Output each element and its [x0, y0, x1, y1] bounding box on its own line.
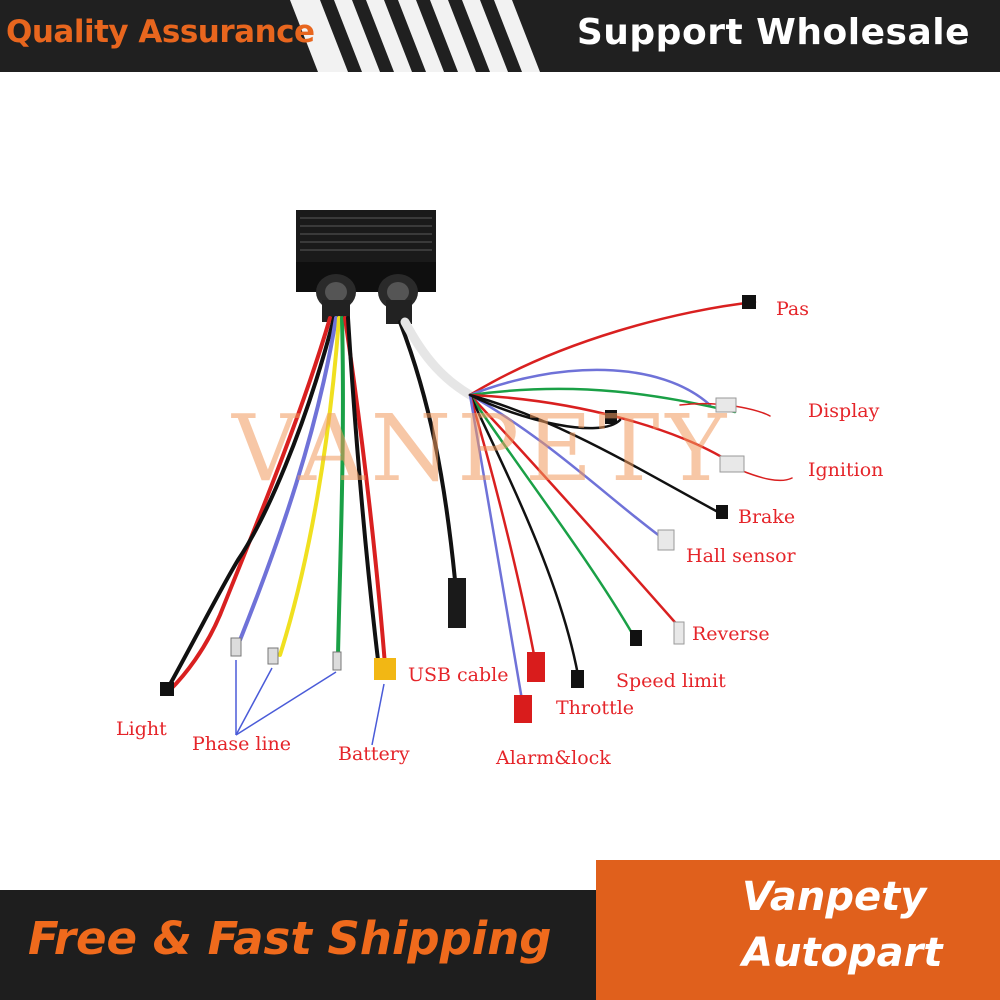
label-brake: Brake	[738, 506, 796, 528]
support-wholesale-text: Support Wholesale	[576, 12, 970, 53]
bottom-banner: Free & Fast Shipping Vanpety Autopart	[0, 860, 1000, 1000]
top-banner: Quality Assurance Support Wholesale	[0, 0, 1000, 72]
brand-name-line1: Vanpety	[742, 874, 927, 920]
label-pas: Pas	[776, 298, 810, 320]
free-fast-shipping-text: Free & Fast Shipping	[28, 912, 552, 965]
vanpety-watermark: VANPETY	[232, 395, 733, 502]
connectors	[160, 295, 756, 723]
label-phase-line: Phase line	[192, 733, 292, 755]
diagonal-stripes-decoration	[290, 0, 540, 72]
label-reverse: Reverse	[692, 623, 770, 645]
label-usb-cable: USB cable	[408, 664, 509, 686]
label-throttle: Throttle	[556, 697, 635, 719]
brand-block: Vanpety Autopart	[596, 860, 1000, 1000]
right-wire-bundle	[398, 300, 793, 702]
quality-assurance-text: Quality Assurance	[6, 14, 315, 50]
left-wire-bundle	[166, 316, 387, 692]
label-alarm-lock: Alarm&lock	[496, 747, 611, 769]
label-light: Light	[116, 718, 167, 740]
label-speed-limit: Speed limit	[616, 670, 726, 692]
brand-name-line2: Autopart	[742, 930, 943, 976]
label-battery: Battery	[338, 743, 410, 765]
label-display: Display	[808, 400, 880, 422]
label-hall-sensor: Hall sensor	[686, 545, 796, 567]
controller-box	[296, 210, 436, 324]
leader-lines	[235, 660, 385, 746]
label-ignition: Ignition	[808, 459, 884, 481]
